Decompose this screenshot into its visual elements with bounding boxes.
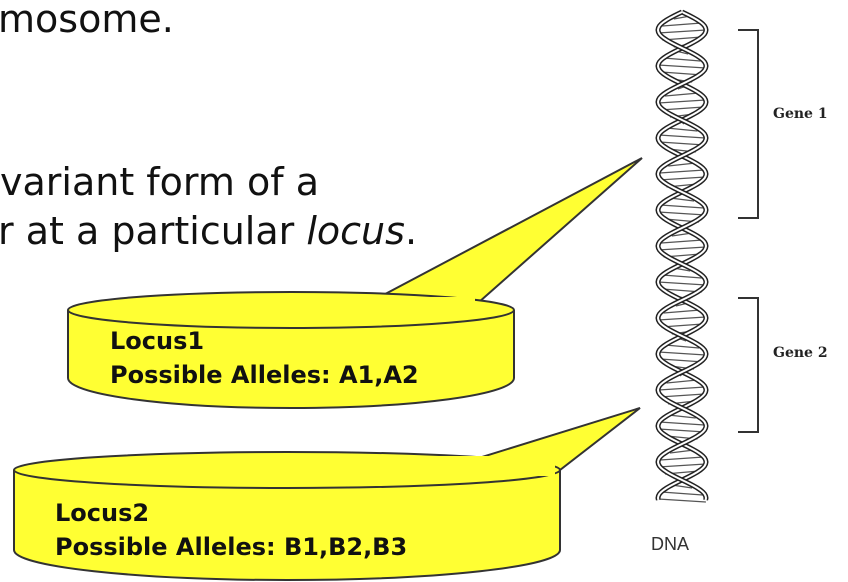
dna-base-pair	[658, 99, 706, 104]
gene-1-label: Gene 1	[773, 106, 828, 122]
callout-locus1-title: Locus1	[110, 327, 205, 355]
dna-base-pair	[661, 491, 703, 496]
dna-base-pair	[663, 57, 701, 62]
dna-base-pair	[660, 456, 704, 461]
slide-text-line-1: mosome.	[0, 0, 174, 41]
dna-base-pair	[659, 141, 705, 146]
gene-2-label: Gene 2	[773, 345, 828, 361]
dna-base-pair	[660, 204, 704, 209]
dna-base-pair	[660, 358, 704, 363]
dna-base-pair	[658, 351, 706, 356]
callout-locus2-title: Locus2	[55, 499, 150, 527]
dna-base-pair	[662, 22, 702, 27]
dna-base-pair	[664, 344, 700, 349]
dna-base-pair	[658, 176, 706, 181]
dna-base-pair	[658, 316, 706, 321]
dna-base-pair	[659, 169, 705, 174]
dna-base-pair	[657, 281, 707, 286]
callout-locus2	[13, 407, 641, 581]
callout-locus1-alleles: Possible Alleles: A1,A2	[110, 361, 419, 389]
callout-locus2-top	[13, 451, 561, 489]
dna-base-pair	[658, 386, 706, 391]
dna-base-pair	[659, 393, 705, 398]
dna-strand-highlight-1	[656, 11, 708, 501]
dna-base-pair	[666, 127, 698, 132]
slide-text-line-3: r at a particular locus.	[0, 212, 417, 250]
callout-locus2-cylinder-side	[13, 470, 561, 581]
dna-helix	[655, 9, 709, 503]
callout-locus2-alleles: Possible Alleles: B1,B2,B3	[55, 533, 408, 561]
dna-base-pair	[658, 64, 706, 69]
dna-base-pair	[666, 379, 698, 384]
slide-text-line-2: variant form of a	[0, 160, 319, 204]
dna-base-pair	[664, 92, 700, 97]
dna-base-pair	[658, 463, 706, 468]
dna-base-pair	[658, 498, 706, 503]
slide-text-line-3-suffix: .	[404, 209, 418, 253]
slide-text-line-3-prefix: r at a particular	[0, 209, 307, 253]
dna-base-pair	[662, 274, 702, 279]
gene-1-bracket	[738, 29, 759, 219]
dna-base-pair	[659, 421, 705, 426]
dna-base-pair	[658, 211, 706, 216]
dna-base-pair	[658, 246, 706, 251]
slide-text-locus-term: locus	[306, 209, 405, 253]
dna-base-pair	[658, 428, 706, 433]
gene-2-bracket	[738, 297, 759, 433]
dna-base-pair	[668, 414, 696, 419]
callout-locus1-cylinder-side	[67, 310, 515, 409]
dna-base-pair	[663, 309, 701, 314]
dna-base-pair	[657, 29, 707, 34]
dna-base-pair	[658, 134, 706, 139]
dna-base-pair	[660, 106, 704, 111]
dna-base-pair	[661, 239, 703, 244]
dna-strand-highlight-2	[656, 11, 708, 501]
callout-locus1-pointer	[354, 157, 643, 311]
dna-label: DNA	[651, 534, 690, 554]
dna-base-pair	[668, 162, 696, 167]
callout-locus1	[67, 157, 643, 409]
